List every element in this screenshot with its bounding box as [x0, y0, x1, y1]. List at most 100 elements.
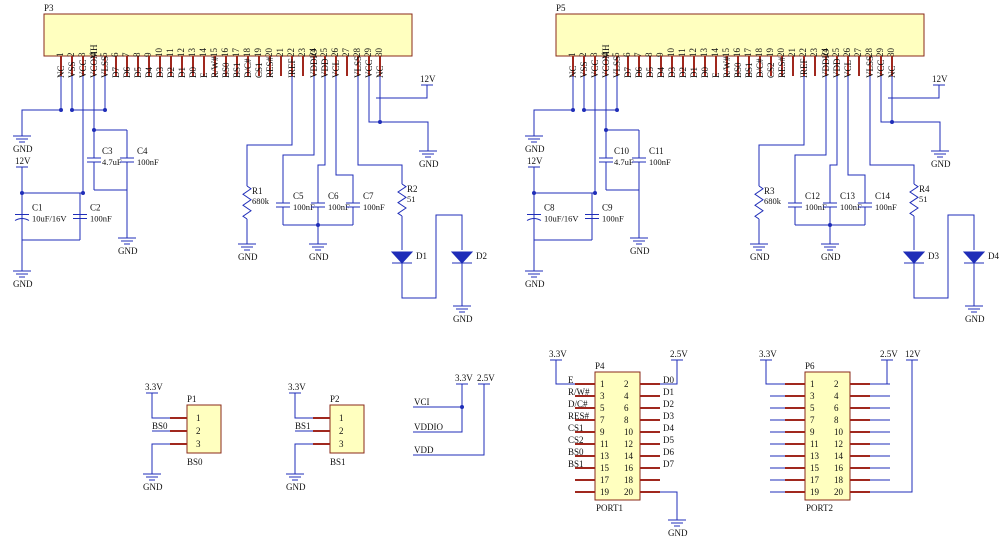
gnd-symbol: GND [13, 265, 33, 289]
pin-signal: VCOMH [89, 44, 99, 78]
pin-signal: D/C# [755, 58, 765, 78]
port-pin: 9 [600, 427, 605, 437]
pin-signal: D5 [133, 67, 143, 78]
pin-signal: RES# [265, 56, 275, 78]
connector-pin: 7D6 [121, 52, 132, 78]
gnd-label: GND [13, 144, 33, 154]
power-label: 3.3V [759, 349, 777, 359]
diode: D1 [390, 251, 427, 264]
pin-signal: E [199, 72, 209, 78]
port-pin: 1 [600, 379, 605, 389]
connector-pin: 9D4 [143, 52, 154, 78]
capacitor: C34.7uF [87, 130, 122, 190]
pin-signal: D7 [623, 67, 633, 78]
port-pin: 14 [624, 451, 634, 461]
pin-signal: VSS [579, 61, 589, 78]
pin-number: 24 [820, 48, 830, 58]
jumper-pin: 3 [339, 439, 344, 449]
port-pin: 13 [810, 451, 820, 461]
pin-number: 1 [55, 53, 65, 58]
port-pin: 6 [834, 403, 839, 413]
jumper-pin: 2 [339, 426, 344, 436]
pin-signal: BS0 [221, 62, 231, 78]
pin-number: 11 [677, 48, 687, 57]
connector-pin: 23 [809, 48, 819, 76]
pin-number: 25 [831, 48, 841, 58]
port-pin: 16 [624, 463, 634, 473]
pin-number: 21 [787, 48, 797, 57]
res-value: 51 [919, 194, 928, 204]
power-2v5: 2.5V [670, 349, 688, 361]
pin-signal: R/W# [210, 56, 220, 78]
port-name: PORT2 [806, 503, 833, 513]
diode: D2 [450, 251, 487, 264]
port-pin: 10 [834, 427, 844, 437]
pin-signal: D2 [678, 67, 688, 78]
cap-value: 4.7uF [614, 157, 634, 167]
diode-ref: D3 [928, 251, 939, 261]
gnd-label: GND [453, 314, 473, 324]
port-pin: 8 [834, 415, 839, 425]
pin-number: 10 [666, 48, 676, 58]
pin-number: 24 [308, 48, 318, 58]
pin-signal: CS1 [254, 62, 264, 78]
power-2v5: 2.5V [880, 349, 898, 361]
pin-signal: D3 [667, 67, 677, 78]
cap-value: 100nF [840, 202, 862, 212]
cap-ref: C14 [875, 191, 891, 201]
pin-number: 4 [600, 52, 610, 57]
pin-signal: VCL [331, 60, 341, 78]
jumper-pin: 2 [196, 426, 201, 436]
power-label: 2.5V [670, 349, 688, 359]
gnd-label: GND [525, 144, 545, 154]
port-pin: 19 [600, 487, 610, 497]
pin-number: 16 [732, 48, 742, 58]
pin-number: 7 [121, 52, 131, 57]
pin-signal: VCC [590, 59, 600, 78]
net-vci: VCI [414, 397, 430, 407]
jumper-pin: 1 [196, 413, 201, 423]
gnd-symbol: GND [453, 300, 473, 324]
connector-pin: 1NC [567, 53, 578, 79]
port-pin: 1 [810, 379, 815, 389]
pin-signal: IREF [799, 58, 809, 78]
port-pin: 20 [834, 487, 844, 497]
connector-pin: 8D5 [132, 52, 143, 78]
port-pin: 3 [810, 391, 815, 401]
gnd-symbol: GND [419, 145, 439, 169]
port-net: CS2 [568, 435, 584, 445]
res-ref: R4 [919, 184, 930, 194]
pin-number: 20 [264, 48, 274, 58]
port-net: D1 [663, 387, 674, 397]
pin-number: 2 [578, 53, 588, 58]
pin-number: 8 [132, 52, 142, 57]
port-net: CS1 [568, 423, 584, 433]
pin-number: 16 [220, 48, 230, 58]
pin-number: 30 [374, 48, 384, 58]
gnd-label: GND [630, 246, 650, 256]
connector-pin: 21 [787, 48, 797, 76]
power-label: 12V [420, 74, 436, 84]
pin-signal: E [711, 72, 721, 78]
diode: D3 [902, 251, 939, 264]
connector-pin: 14E [710, 48, 721, 79]
gnd-symbol: GND [668, 514, 688, 538]
pin-number: 5 [99, 52, 109, 57]
port-pin: 19 [810, 487, 820, 497]
gnd-symbol: GND [309, 238, 329, 262]
port-pin: 9 [810, 427, 815, 437]
port-pin: 10 [624, 427, 634, 437]
port-pin: 6 [624, 403, 629, 413]
port-net: R/W# [568, 387, 590, 397]
pin-number: 12 [688, 48, 698, 57]
